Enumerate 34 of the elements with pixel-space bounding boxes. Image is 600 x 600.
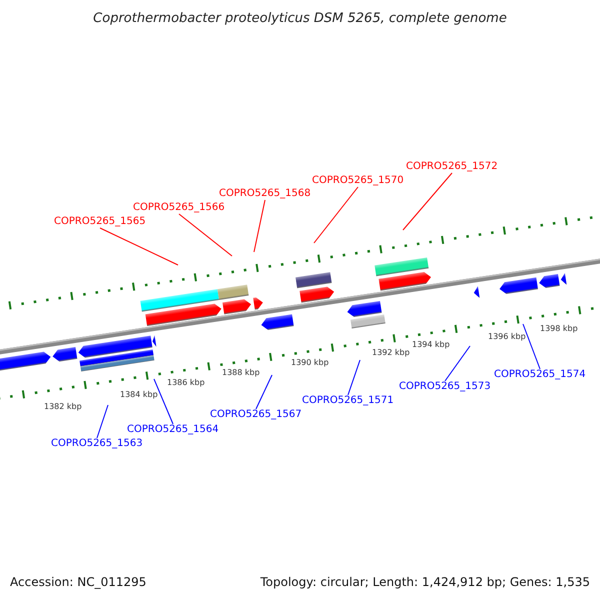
leader-line (96, 404, 108, 438)
gene-label: COPRO5265_1567 (210, 410, 302, 420)
scale-label: 1388 kbp (222, 369, 260, 377)
gene-label: COPRO5265_1568 (219, 189, 311, 199)
leader-line (522, 324, 540, 370)
gene-label: COPRO5265_1563 (51, 439, 143, 449)
gene-label: COPRO5265_1564 (127, 425, 219, 435)
scale-label: 1384 kbp (120, 391, 158, 399)
gene-label: COPRO5265_1573 (399, 382, 491, 392)
leader-line (348, 360, 360, 396)
leader-line (256, 374, 272, 410)
gene-label: COPRO5265_1574 (494, 370, 586, 380)
leader-line (254, 200, 266, 252)
accession-text: Accession: NC_011295 (10, 576, 146, 588)
scale-label: 1398 kbp (540, 325, 578, 333)
gene-label: COPRO5265_1565 (54, 217, 146, 227)
leader-line (402, 172, 452, 230)
gene-label: COPRO5265_1570 (312, 176, 404, 186)
gene-label: COPRO5265_1572 (406, 162, 498, 172)
leader-line (314, 186, 358, 244)
topology-text: Topology: circular; Length: 1,424,912 bp; Genes: 1,535 (260, 576, 590, 588)
scale-label: 1382 kbp (44, 403, 82, 411)
title: Coprothermobacter proteolyticus DSM 5265, complete genome (92, 12, 508, 25)
leader-line (178, 214, 232, 256)
scale-label: 1386 kbp (167, 379, 205, 387)
gene-label: COPRO5265_1571 (302, 396, 394, 406)
gene-label: COPRO5265_1566 (133, 203, 225, 213)
scale-label: 1392 kbp (372, 349, 410, 357)
scale-label: 1390 kbp (291, 359, 329, 367)
scale-label: 1394 kbp (412, 341, 450, 349)
leader-line (100, 228, 178, 266)
scale-label: 1396 kbp (488, 333, 526, 341)
leader-line (444, 346, 470, 382)
leader-line (154, 378, 174, 424)
